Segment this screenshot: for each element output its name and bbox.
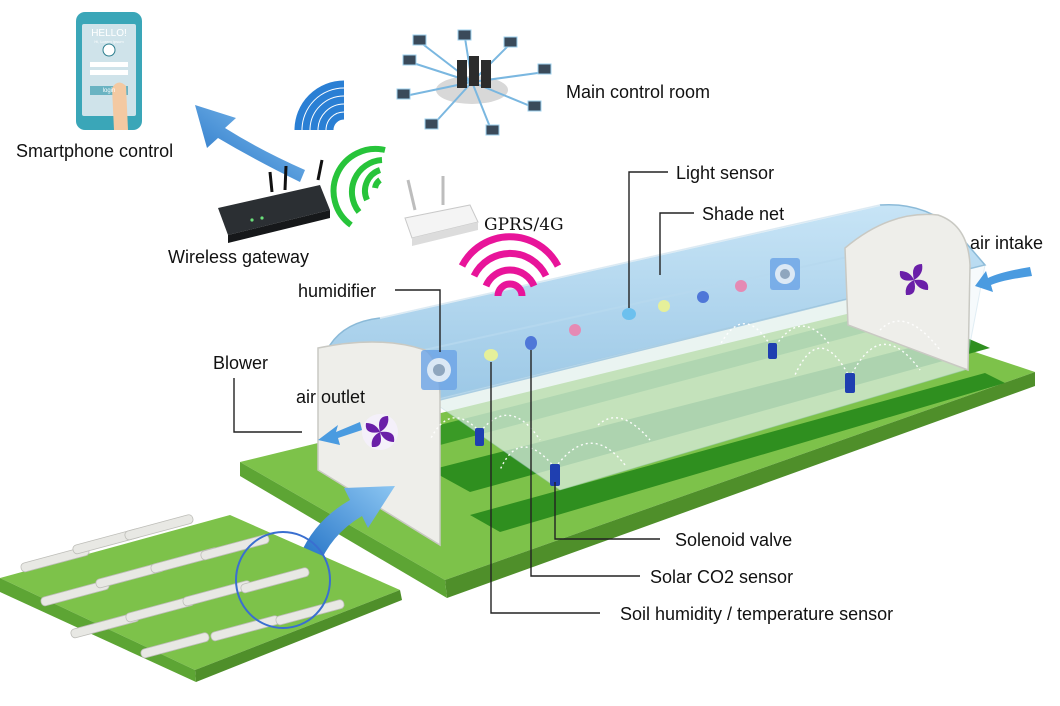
roof-sensors [484,280,747,361]
phone-greeting: HELLO! [91,28,127,39]
arrow-to-smartphone [195,105,305,182]
outlet-fan-icon [362,414,398,450]
phone-subtitle: Hi, Lorem Ipsum [94,39,124,44]
air-intake-label: air intake [970,233,1044,253]
humidifier-label: humidifier [298,281,377,301]
arrow-to-greenhouse [300,486,395,568]
gprs-router-icon [404,176,479,246]
solar-co2-sensor-label: Solar CO2 sensor [650,567,794,587]
arrow-air-intake [975,267,1032,292]
greenhouse-field [0,514,402,682]
wireless-gateway-icon [218,159,330,243]
shade-net-label: Shade net [702,204,785,224]
humidifier-unit-icon [421,350,457,390]
wireless-gateway-label: Wireless gateway [168,247,310,267]
leader-lines [233,171,694,614]
smartphone-control-label: Smartphone control [16,141,174,161]
arrow-air-outlet [318,422,362,445]
main-control-room-label: Main control room [566,82,711,102]
sprinkler-sprays [429,320,941,471]
solenoid-valve-label: Solenoid valve [675,530,793,550]
smartphone-icon [76,12,142,130]
intake-fan-icon [899,264,929,296]
phone-login-button: login [102,88,116,94]
blower-label: Blower [213,353,269,373]
wifi-green-icon [330,145,386,228]
solenoid-valves [475,343,855,486]
air-outlet-label: air outlet [296,387,366,407]
control-room-network-icon [396,29,552,136]
light-sensor-label: Light sensor [676,163,775,183]
humidifier-unit-right-icon [770,258,800,290]
wifi-magenta-icon [458,233,562,297]
soil-sensor-label: Soil humidity / temperature sensor [620,604,894,624]
gprs-label: GPRS/4G [484,215,564,235]
wifi-blue-icon [294,80,345,131]
